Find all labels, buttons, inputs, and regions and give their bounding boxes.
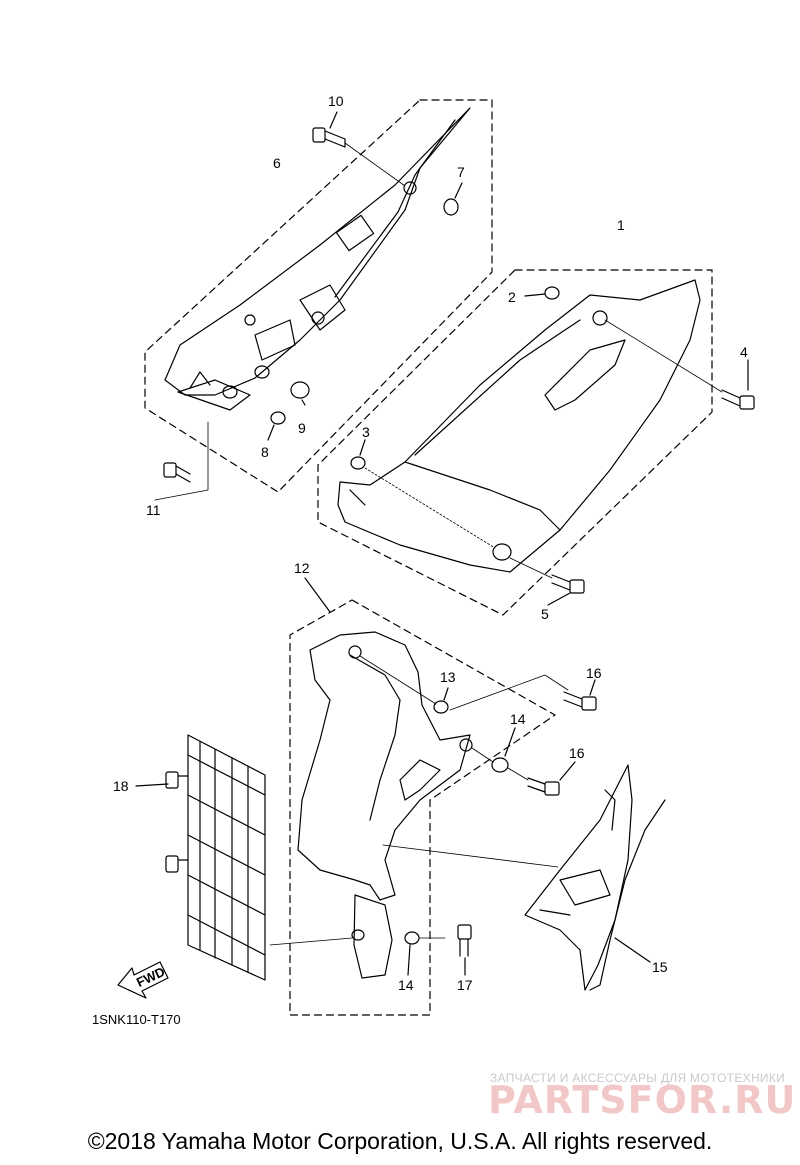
watermark-brand: PARTSFOR.RU: [488, 1078, 796, 1122]
callout-8: 8: [261, 444, 269, 460]
callout-13: 13: [440, 669, 456, 685]
grommet-3: [350, 456, 366, 470]
group-box-6: [144, 99, 493, 493]
callout-3: 3: [362, 424, 370, 440]
grommet-2: [544, 286, 560, 300]
washer-14-lower: [404, 931, 420, 945]
watermark-tagline: ЗАПЧАСТИ И АКСЕССУАРЫ ДЛЯ МОТОТЕХНИКИ: [490, 1071, 785, 1085]
callout-1: 1: [617, 217, 625, 233]
fwd-arrow-icon: [117, 961, 169, 999]
bolt-4: [721, 389, 755, 410]
group-box-12: [289, 599, 556, 1016]
part-12-shroud: [297, 631, 473, 979]
callout-16-upper: 16: [586, 665, 602, 681]
callout-6: 6: [273, 155, 281, 171]
part-1-side-cover: [337, 279, 701, 573]
callout-16-lower: 16: [569, 745, 585, 761]
callout-10: 10: [328, 93, 344, 109]
collar-9: [290, 381, 310, 399]
callout-14-upper: 14: [510, 711, 526, 727]
callout-9: 9: [298, 420, 306, 436]
callout-11: 11: [146, 502, 161, 518]
part-18-radiator-guard: [165, 734, 266, 981]
diagram-code: 1SNK110-T170: [92, 1012, 181, 1027]
leader-10: [329, 111, 338, 129]
washer-13: [433, 700, 449, 714]
bolt-5: [551, 574, 585, 594]
bolt-16-lower: [527, 777, 560, 796]
group-box-1: [317, 269, 713, 616]
bolt-17: [457, 924, 472, 957]
bolt-10: [312, 127, 346, 148]
part-6-inner-cover: [164, 107, 471, 411]
bolt-16-upper: [563, 691, 597, 711]
part-15-graphic: [524, 764, 666, 991]
callout-7: 7: [457, 164, 465, 180]
callout-12: 12: [294, 560, 310, 576]
callout-17: 17: [457, 977, 473, 993]
bolt-11: [163, 462, 191, 483]
callout-4: 4: [740, 344, 748, 360]
callout-5: 5: [541, 606, 549, 622]
callout-15: 15: [652, 959, 668, 975]
copyright-notice: ©2018 Yamaha Motor Corporation, U.S.A. A…: [87, 1128, 713, 1154]
callout-2: 2: [508, 289, 516, 305]
washer-7: [443, 198, 459, 216]
callout-14-lower: 14: [398, 977, 414, 993]
washer-14-upper: [491, 757, 509, 773]
washer-8: [270, 411, 286, 425]
callout-18: 18: [113, 778, 129, 794]
